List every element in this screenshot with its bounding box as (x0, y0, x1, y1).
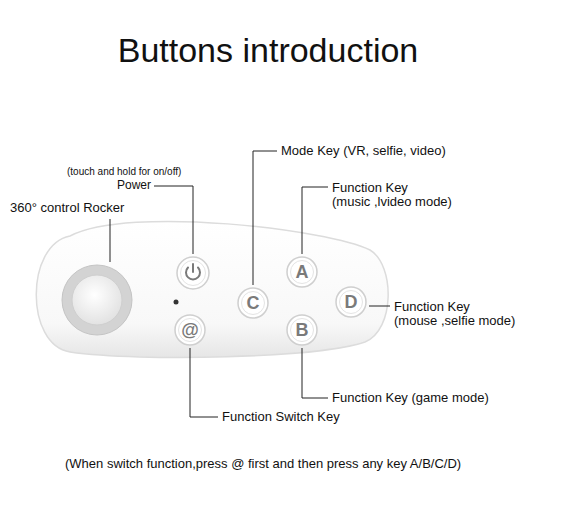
button-key: @ (174, 314, 206, 346)
controller-body (36, 221, 388, 357)
callout-label: (touch and hold for on/off) (67, 166, 181, 178)
rocker-ring (62, 265, 132, 335)
key-letter: A (286, 263, 318, 281)
callout-label: (music ,lvideo mode) (332, 194, 452, 210)
key-letter: C (237, 294, 269, 312)
callout-label: Function Key (332, 180, 408, 196)
rocker-stick (72, 275, 122, 325)
diagram-title: Buttons introduction (118, 30, 419, 71)
button-key: C (237, 287, 269, 319)
key-letter: @ (174, 321, 206, 339)
key-letter: D (335, 293, 367, 311)
indicator-dot (174, 300, 179, 305)
button-key: A (286, 256, 318, 288)
callout-label: Function Switch Key (222, 409, 340, 425)
callout-label: Power (117, 178, 151, 192)
callout-label: Function Key (394, 299, 470, 315)
key-letter: B (286, 321, 318, 339)
callout-label: Mode Key (VR, selfie, video) (281, 143, 446, 159)
caption-note: (When switch function,press @ first and … (65, 456, 461, 472)
callout-label: (mouse ,selfie mode) (394, 313, 515, 329)
callout-label: Function Key (game mode) (332, 390, 489, 406)
button-key: B (286, 314, 318, 346)
power-button (177, 257, 209, 289)
callout-label: 360° control Rocker (10, 200, 124, 216)
button-key: D (335, 286, 367, 318)
